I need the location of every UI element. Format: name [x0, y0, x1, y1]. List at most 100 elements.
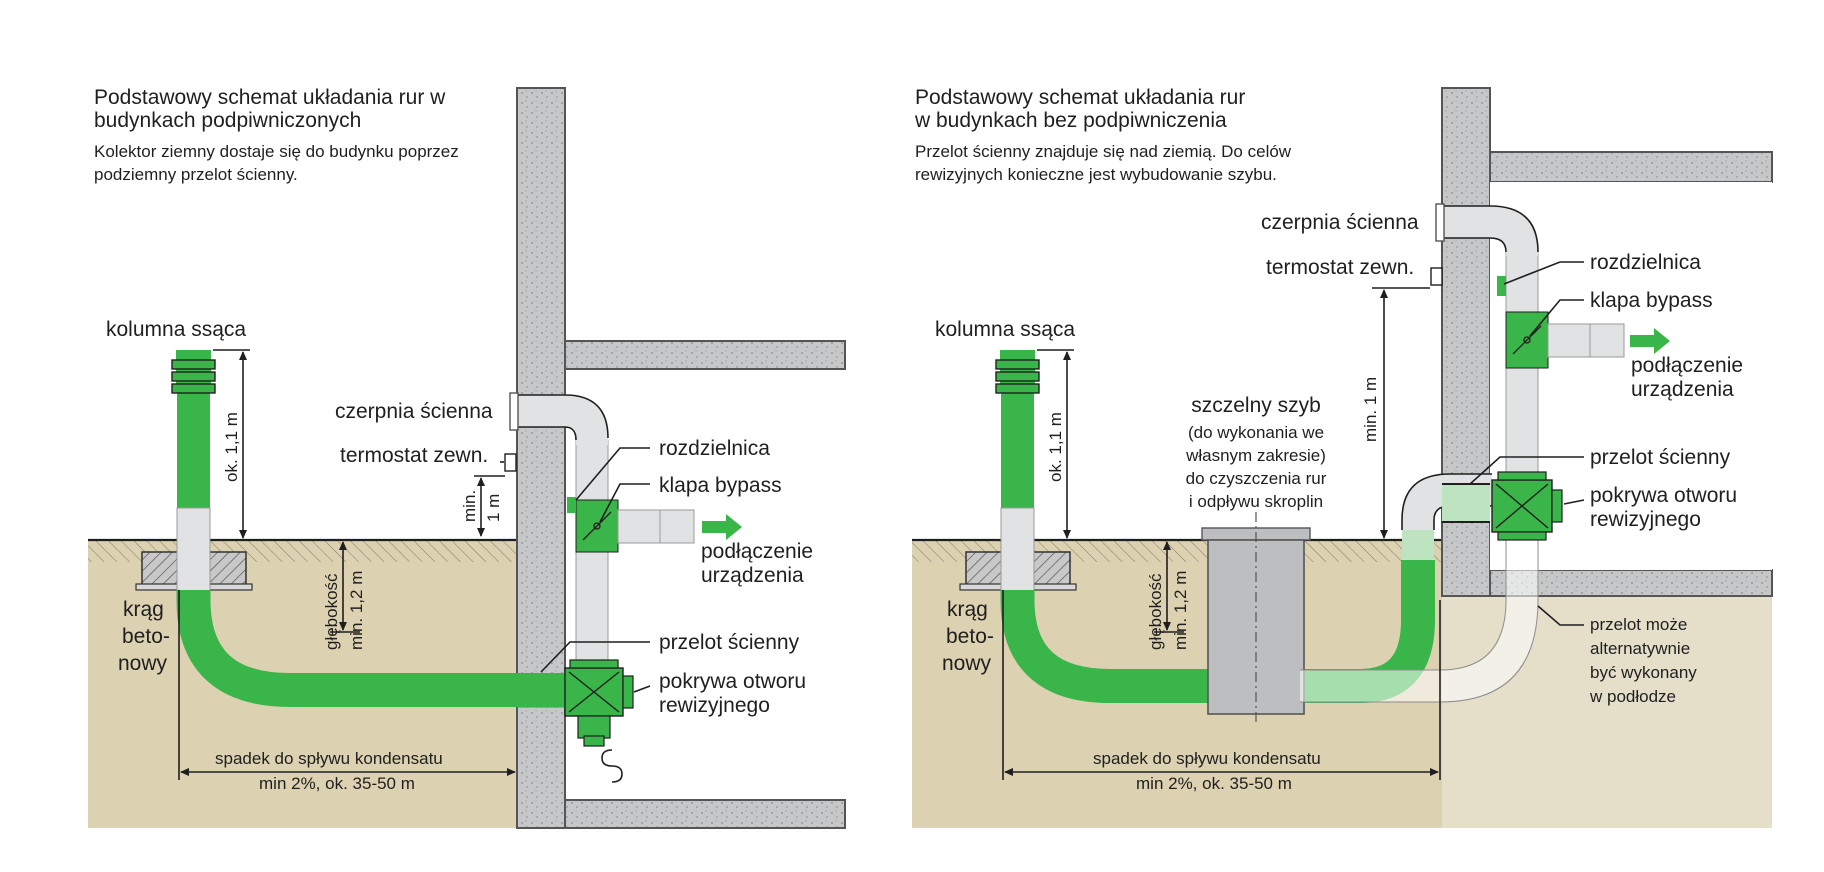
right-label-min12: min. 1,2 m	[1171, 571, 1190, 650]
right-label-termostat: termostat zewn.	[1266, 256, 1414, 279]
left-tee-drain-end	[583, 735, 605, 747]
left-tee-drain	[577, 715, 611, 739]
left-label-min: min.	[460, 490, 479, 522]
right-label-szyb-2: (do wykonania we	[1188, 423, 1324, 442]
left-label-1m: 1 m	[484, 494, 503, 522]
right-tee-top-flange	[1497, 471, 1547, 481]
left-column-ring-3	[171, 383, 216, 394]
right-tee-cap	[1551, 489, 1563, 523]
right-label-pokrywa-1: pokrywa otworu	[1590, 484, 1737, 507]
left-tee-cross-b	[568, 671, 620, 713]
left-ceiling-slab	[564, 340, 846, 370]
right-label-szyb-1: szczelny szyb	[1191, 394, 1321, 417]
left-wall-passage	[517, 674, 565, 708]
left-label-pokrywa-2: rewizyjnego	[659, 694, 770, 717]
left-intake-elbow	[517, 395, 608, 445]
right-label-krag-2: beto-	[946, 625, 994, 648]
left-title-1: Podstawowy schemat układania rur w	[94, 86, 446, 109]
left-distributor	[567, 497, 576, 513]
right-label-ok11: ok. 1,1 m	[1046, 412, 1065, 482]
right-label-kolumna: kolumna ssąca	[935, 318, 1075, 341]
right-bypass-line	[1512, 325, 1542, 355]
right-label-min1m: min. 1 m	[1361, 377, 1380, 442]
right-rise-pipe-light	[1402, 530, 1434, 560]
left-leader-pokrywa	[633, 685, 651, 693]
left-column-light	[176, 507, 211, 593]
left-leader-przelot	[540, 641, 650, 673]
right-column-green	[1001, 388, 1034, 508]
left-desc-1: Kolektor ziemny dostaje się do budynku p…	[94, 142, 459, 161]
right-label-pokrywa-2: rewizyjnego	[1590, 508, 1701, 531]
right-thermostat	[1430, 267, 1443, 286]
right-column-light	[1000, 507, 1035, 593]
right-label-alt-4: w podłodze	[1589, 687, 1676, 706]
right-tee-cross-b	[1495, 483, 1549, 529]
left-intake-elbow-edge	[517, 394, 609, 441]
right-leader-rozdzielnica	[1503, 261, 1584, 285]
left-siphon-icon	[601, 749, 623, 783]
right-bypass-dot	[1523, 336, 1531, 344]
right-label-podl-1: podłączenie	[1631, 354, 1743, 377]
right-label-spadek-2: min 2%, ok. 35-50 m	[1136, 774, 1292, 793]
left-floor-slab	[564, 799, 846, 829]
left-leader-rozdzielnica	[575, 447, 650, 501]
right-tee-bottom-flange	[1497, 531, 1547, 541]
right-text: Podstawowy schemat układania rur w budyn…	[914, 86, 1743, 793]
left-label-podl-2: urządzenia	[701, 564, 804, 587]
right-column-ring-2	[995, 371, 1040, 382]
right-label-krag-1: krąg	[947, 598, 988, 621]
left-label-spadek-2: min 2%, ok. 35-50 m	[259, 774, 415, 793]
left-label-rozdzielnica: rozdzielnica	[659, 437, 770, 460]
left-thermostat	[504, 453, 517, 472]
left-label-krag-3: nowy	[118, 652, 168, 675]
left-ground-pipe	[176, 590, 565, 707]
left-intake-grille	[509, 392, 519, 431]
right-title-2: w budynkach bez podpiwniczenia	[914, 109, 1227, 132]
right-ground-pipe-a	[1000, 590, 1210, 703]
left-leader-klapa	[599, 483, 650, 523]
right-soil-under-building	[1442, 596, 1772, 828]
right-leader-klapa	[1529, 299, 1584, 337]
right-panel	[912, 87, 1773, 828]
left-panel	[88, 87, 846, 829]
left-column-green	[177, 388, 210, 508]
right-leader-alt	[1537, 605, 1584, 626]
left-tee-top-flange	[569, 659, 619, 669]
left-text: Podstawowy schemat układania rur w budyn…	[94, 86, 813, 793]
right-label-szyb-5: i odpływu skroplin	[1189, 492, 1323, 511]
right-wall-passage	[1442, 484, 1490, 522]
left-label-ok11: ok. 1,1 m	[222, 412, 241, 482]
left-label-krag-2: beto-	[122, 625, 170, 648]
right-device-arrow	[1630, 328, 1670, 354]
right-desc-2: rewizyjnych konieczne jest wybudowanie s…	[915, 165, 1277, 184]
right-label-szyb-3: własnym zakresie)	[1185, 446, 1326, 465]
right-label-szyb-4: do czyszczenia rur	[1186, 469, 1327, 488]
right-title-1: Podstawowy schemat układania rur	[915, 86, 1245, 109]
right-leader-przelot	[1469, 456, 1584, 485]
right-leader-pokrywa	[1563, 499, 1585, 505]
left-column-ring-1	[171, 359, 216, 370]
left-desc-2: podziemny przelot ścienny.	[94, 165, 298, 184]
right-label-klapa: klapa bypass	[1590, 289, 1713, 312]
left-tee-cap	[622, 675, 634, 709]
left-label-przelot: przelot ścienny	[659, 631, 800, 654]
left-label-termostat: termostat zewn.	[340, 444, 488, 467]
left-label-krag-1: krąg	[123, 598, 164, 621]
right-column-ring-3	[995, 383, 1040, 394]
right-outlet-pipe	[1547, 323, 1625, 358]
right-label-spadek-1: spadek do spływu kondensatu	[1093, 749, 1321, 768]
left-bypass-dot	[593, 522, 601, 530]
right-label-krag-3: nowy	[942, 652, 992, 675]
right-alt-passage-edge	[1300, 540, 1539, 703]
right-label-rozdzielnica: rozdzielnica	[1590, 251, 1701, 274]
left-label-klapa: klapa bypass	[659, 474, 782, 497]
right-alt-passage	[1300, 540, 1538, 702]
right-intake-elbow	[1442, 206, 1538, 256]
left-column-ring-2	[171, 371, 216, 382]
right-label-przelot: przelot ścienny	[1590, 446, 1731, 469]
left-label-min12: min. 1,2 m	[347, 571, 366, 650]
right-label-alt-3: być wykonany	[1590, 663, 1697, 682]
left-label-glebokosc: głębokość	[322, 573, 341, 650]
left-device-arrow	[702, 514, 742, 540]
